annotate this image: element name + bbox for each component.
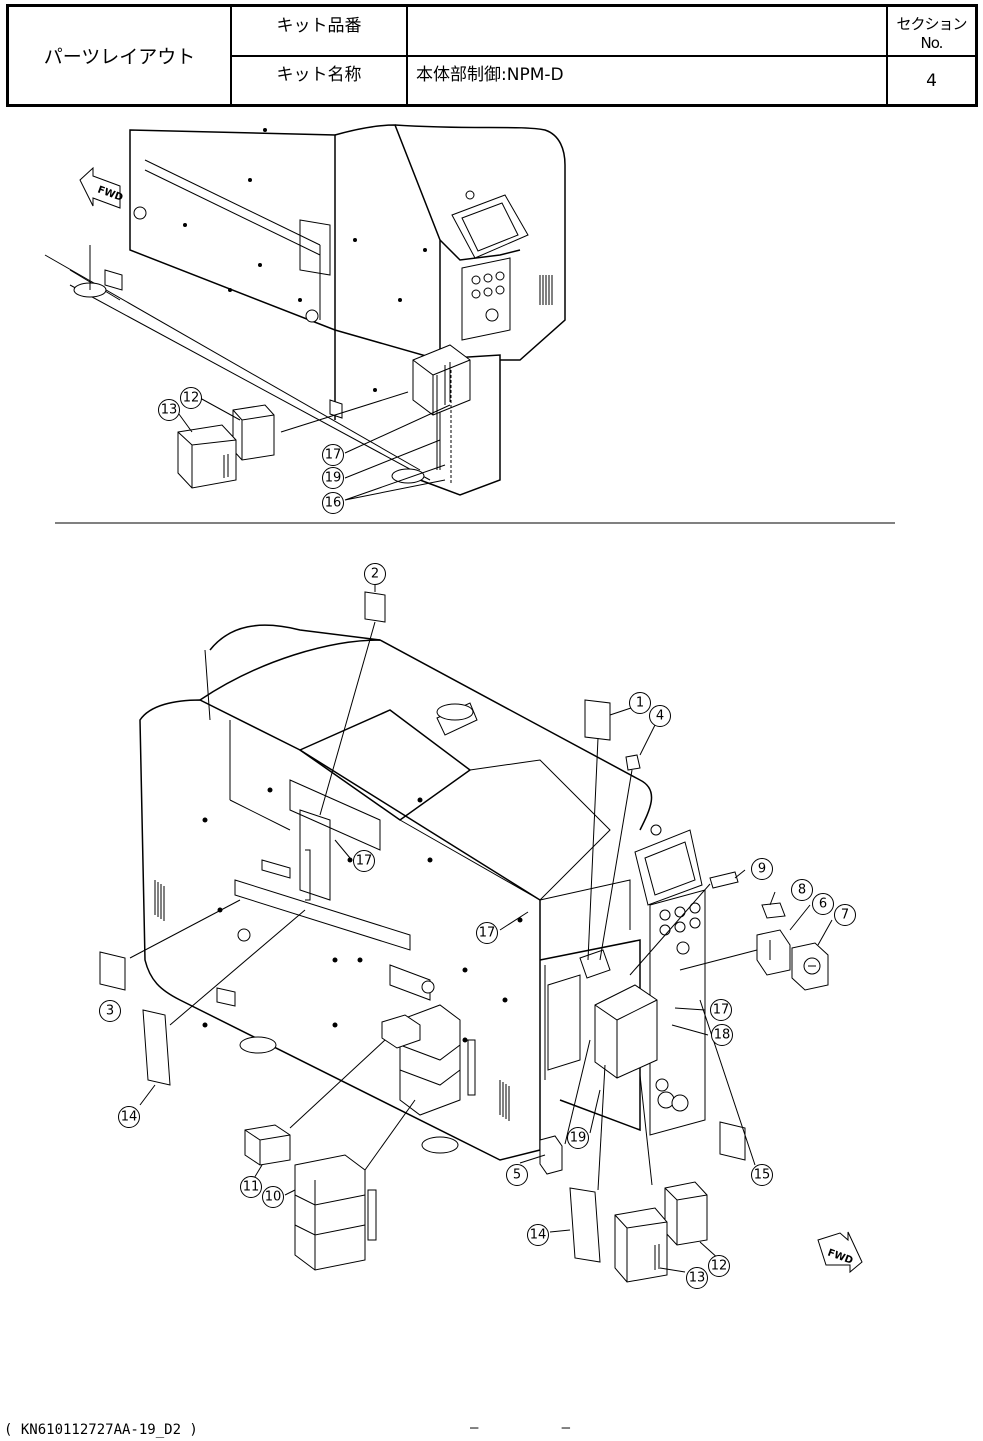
part-13-box [178,425,236,488]
forward-direction-arrow: FWD [80,168,124,208]
callout-number-6: 6 [819,897,827,912]
part-3-label [100,952,125,990]
part-9-bracket [710,872,738,888]
callout-number-17: 17 [713,1003,730,1018]
page-dash-left: – [470,1420,478,1436]
callout-number-3: 3 [106,1004,114,1019]
callout-number-17: 17 [325,448,342,463]
bottom-callouts: 2 14 9 867 17 17 17 18 3 14 15 19 5 11 10 14 12 13 [100,564,856,1289]
callout-number-11: 11 [243,1180,260,1195]
document-code: ( KN610112727AA-19_D2 ) [4,1422,198,1438]
part-7-switch [792,943,828,990]
part-12-cover [665,1182,707,1245]
callout-number-12: 12 [183,391,200,406]
callout-number-13: 13 [689,1271,706,1286]
callout-number-19: 19 [570,1131,587,1146]
machine-foot [422,1137,458,1153]
touch-panel [452,191,528,258]
touch-panel [635,825,702,905]
callout-number-12: 12 [711,1259,728,1274]
vent-grille [540,275,552,305]
callout-number-2: 2 [371,567,379,582]
part-2-label [365,592,385,622]
part-6-breaker [757,930,790,975]
callout-number-4: 4 [656,709,664,724]
control-unit-cluster [382,1005,475,1115]
machine-foot [392,469,424,483]
callout-number-8: 8 [798,883,806,898]
part-8-plate [762,903,785,918]
part-4-clip [626,755,640,770]
part-5-connector [540,1136,562,1174]
callout-number-16: 16 [325,496,342,511]
top-machine-view: FWD [45,125,565,500]
page-number: – – [470,1420,570,1436]
operation-panel [462,258,510,340]
part-10-unit-assembly [295,1155,376,1270]
callout-number-17: 17 [356,854,373,869]
part-15-cover [720,1122,745,1160]
signal-tower [437,703,477,735]
part-1-label [585,700,610,740]
callout-number-5: 5 [513,1168,521,1183]
mount-holes [203,788,523,1043]
part-11-unit [245,1125,290,1165]
machine-foot [240,1037,276,1053]
page-dash-right: – [562,1420,570,1436]
callout-number-9: 9 [758,862,766,877]
operation-panel [650,890,705,1135]
part-12-cover [233,405,274,460]
part-14-panel [143,1010,170,1085]
callout-number-13: 13 [161,403,178,418]
callout-number-15: 15 [754,1168,771,1183]
callout-number-10: 10 [265,1190,282,1205]
callout-number-19: 19 [325,471,342,486]
callout-number-14: 14 [530,1228,547,1243]
control-unit-right [580,950,657,1078]
callout-number-7: 7 [841,908,849,923]
callout-number-14: 14 [121,1110,138,1125]
part-13-box [615,1208,667,1282]
callout-number-17: 17 [479,926,496,941]
callout-number-18: 18 [714,1028,731,1043]
forward-direction-arrow: FWD [818,1232,862,1272]
mount-holes [183,128,427,392]
callout-number-1: 1 [636,696,644,711]
part-14-panel [570,1188,600,1262]
